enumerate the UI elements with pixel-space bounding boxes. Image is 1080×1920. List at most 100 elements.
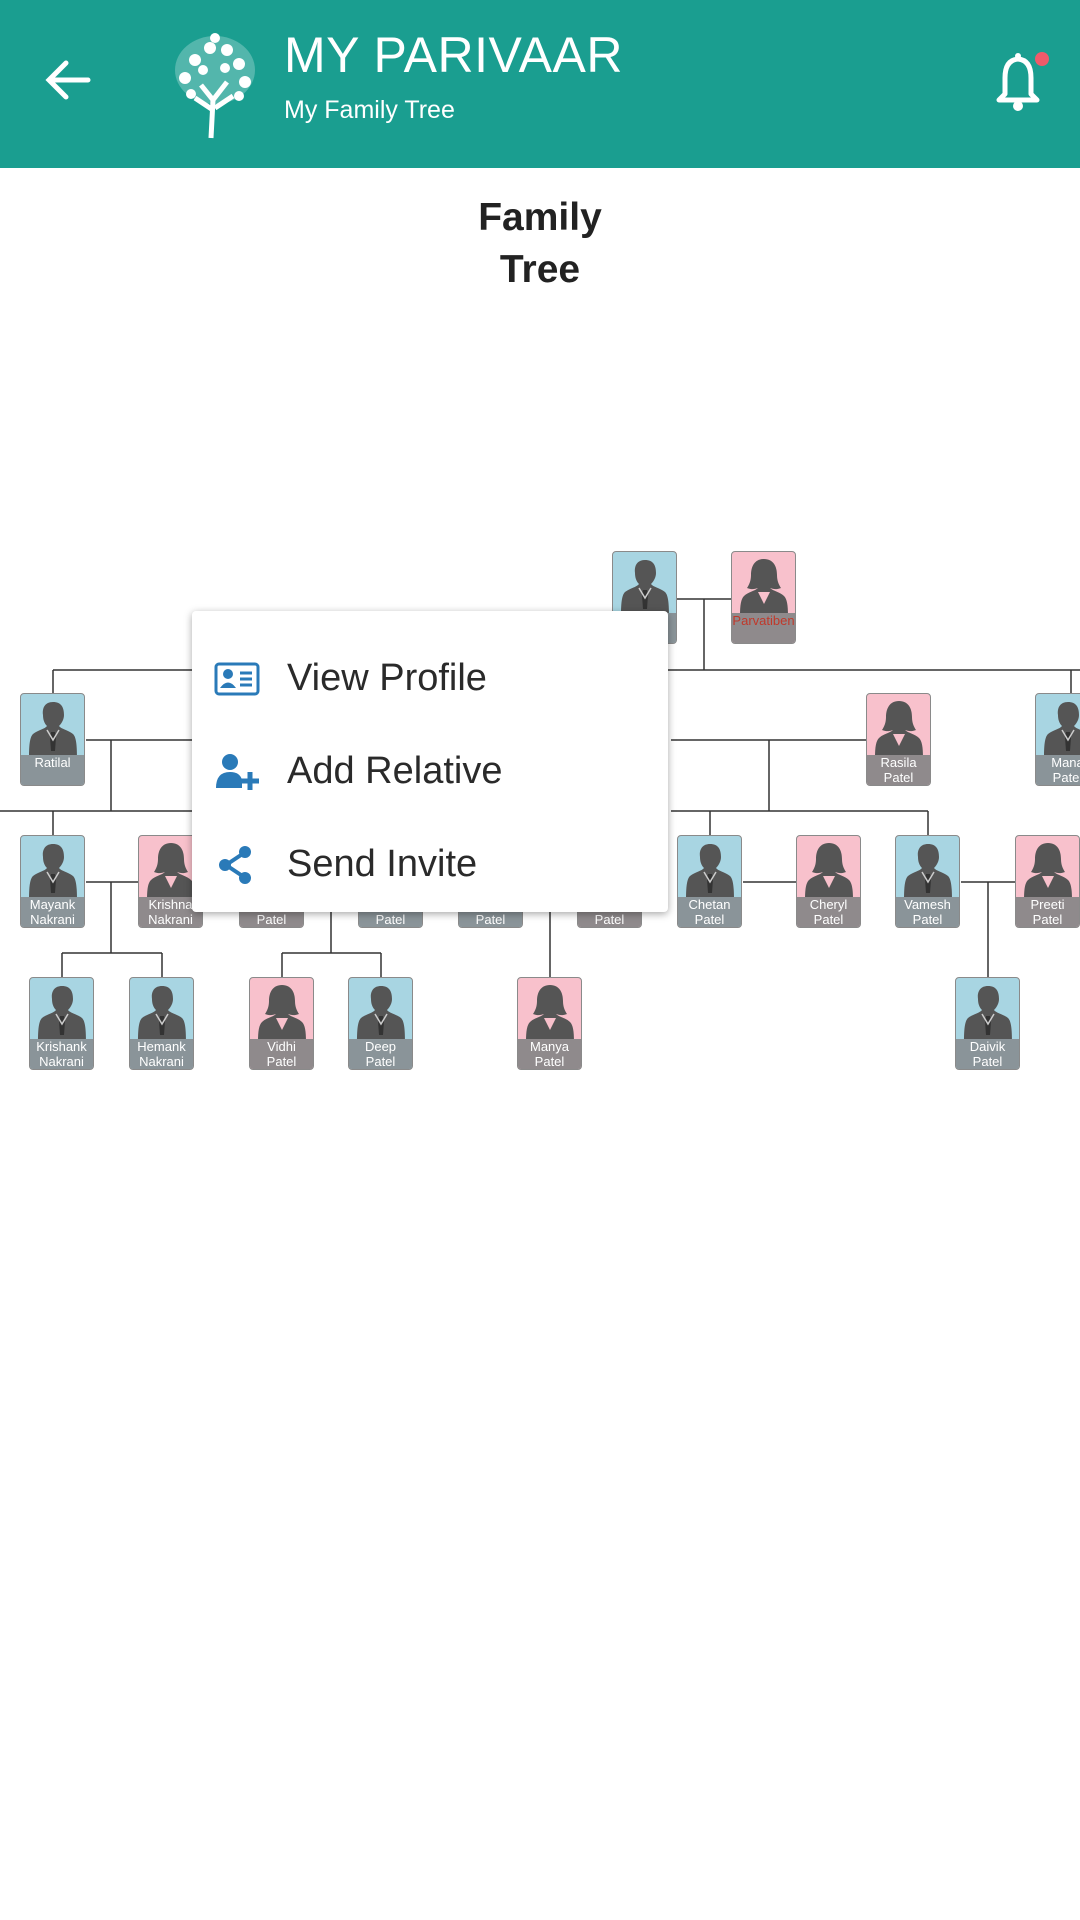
member-last-name: Patel [1052, 771, 1080, 785]
name-band [349, 1039, 412, 1069]
member-last-name: Patel [266, 1055, 297, 1069]
member-last-name: Patel [1032, 913, 1063, 927]
member-last-name: Patel [365, 1055, 396, 1069]
name-band [21, 755, 84, 785]
member-first-name: Mayank [29, 898, 76, 912]
member-last-name: Patel [883, 771, 914, 785]
member-last-name: Patel [594, 913, 625, 927]
notification-dot [1035, 52, 1049, 66]
menu-item-add-relative[interactable]: Add Relative [192, 732, 668, 812]
name-band [250, 1039, 313, 1069]
member-first-name: Mana [1051, 756, 1080, 770]
female-avatar-icon [1024, 843, 1072, 900]
member-first-name: Daivik [969, 1040, 1006, 1054]
add-user-icon [216, 754, 259, 790]
app-title: MY PARIVAAR [284, 27, 623, 83]
page-title: Family Tree [0, 192, 1080, 296]
menu-item-label: Send Invite [287, 843, 478, 885]
name-band [732, 613, 795, 643]
member-context-menu: View Profile Add Relative Send Invite [192, 611, 668, 912]
name-band [956, 1039, 1019, 1069]
male-avatar-icon [1044, 702, 1080, 758]
member-last-name: Patel [912, 913, 943, 927]
member-card[interactable]: Ratilal [20, 693, 85, 786]
member-last-name: Patel [375, 913, 406, 927]
member-first-name: Chetan [688, 898, 731, 912]
name-band [896, 897, 959, 927]
male-avatar-icon [686, 844, 734, 900]
menu-item-label: View Profile [287, 657, 487, 699]
page-title-line2: Tree [499, 248, 581, 291]
member-last-name: Patel [256, 913, 287, 927]
share-icon [219, 846, 251, 884]
member-last-name: Patel [694, 913, 725, 927]
app-subtitle: My Family Tree [284, 96, 455, 124]
name-band [130, 1039, 193, 1069]
member-last-name: Patel [475, 913, 506, 927]
male-avatar-icon [29, 844, 77, 900]
male-avatar-icon [357, 986, 405, 1042]
page-title-line1: Family [478, 196, 602, 239]
male-avatar-icon [29, 702, 77, 758]
name-band [518, 1039, 581, 1069]
female-avatar-icon [805, 843, 853, 900]
female-avatar-icon [526, 985, 574, 1042]
male-avatar-icon [904, 844, 952, 900]
name-band [21, 897, 84, 927]
female-avatar-icon [147, 843, 195, 900]
id-card-icon [214, 662, 260, 696]
name-band [678, 897, 741, 927]
member-first-name: Krishank [36, 1040, 87, 1054]
name-band [139, 897, 202, 927]
member-first-name: Cheryl [809, 898, 848, 912]
name-band [867, 755, 930, 785]
female-avatar-icon [258, 985, 306, 1042]
female-avatar-icon [740, 559, 788, 616]
female-avatar-icon [875, 701, 923, 758]
menu-item-send-invite[interactable]: Send Invite [192, 825, 668, 905]
member-last-name: Patel [534, 1055, 565, 1069]
male-avatar-icon [138, 986, 186, 1042]
member-last-name: Nakrani [139, 1055, 184, 1069]
member-first-name: Preeti [1030, 898, 1065, 912]
name-band [1036, 755, 1080, 785]
member-first-name: Krishna [148, 898, 193, 912]
member-first-name: Ratilal [34, 756, 71, 770]
name-band [30, 1039, 93, 1069]
menu-item-label: Add Relative [287, 750, 503, 792]
member-card[interactable]: Parvatiben [731, 551, 796, 644]
member-last-name: Nakrani [148, 913, 193, 927]
member-last-name: Nakrani [30, 913, 75, 927]
back-arrow-icon[interactable] [38, 50, 98, 110]
member-first-name: Manya [529, 1040, 570, 1054]
member-first-name: Vidhi [267, 1040, 296, 1054]
male-avatar-icon [964, 986, 1012, 1042]
menu-item-view-profile[interactable]: View Profile [192, 639, 668, 719]
member-first-name: Vamesh [904, 898, 951, 912]
member-last-name: Nakrani [39, 1055, 84, 1069]
app-header: MY PARIVAAR My Family Tree [0, 0, 1080, 168]
member-first-name: Deep [364, 1040, 397, 1054]
member-first-name: Hemank [137, 1040, 186, 1054]
name-band [1016, 897, 1079, 927]
name-band [797, 897, 860, 927]
notification-bell-icon[interactable] [985, 48, 1055, 118]
member-card[interactable]: ManaPatel [1035, 693, 1080, 786]
member-first-name: Rasila [880, 756, 917, 770]
member-first-name: Parvatiben [732, 614, 795, 628]
tree-logo-icon [175, 33, 255, 139]
